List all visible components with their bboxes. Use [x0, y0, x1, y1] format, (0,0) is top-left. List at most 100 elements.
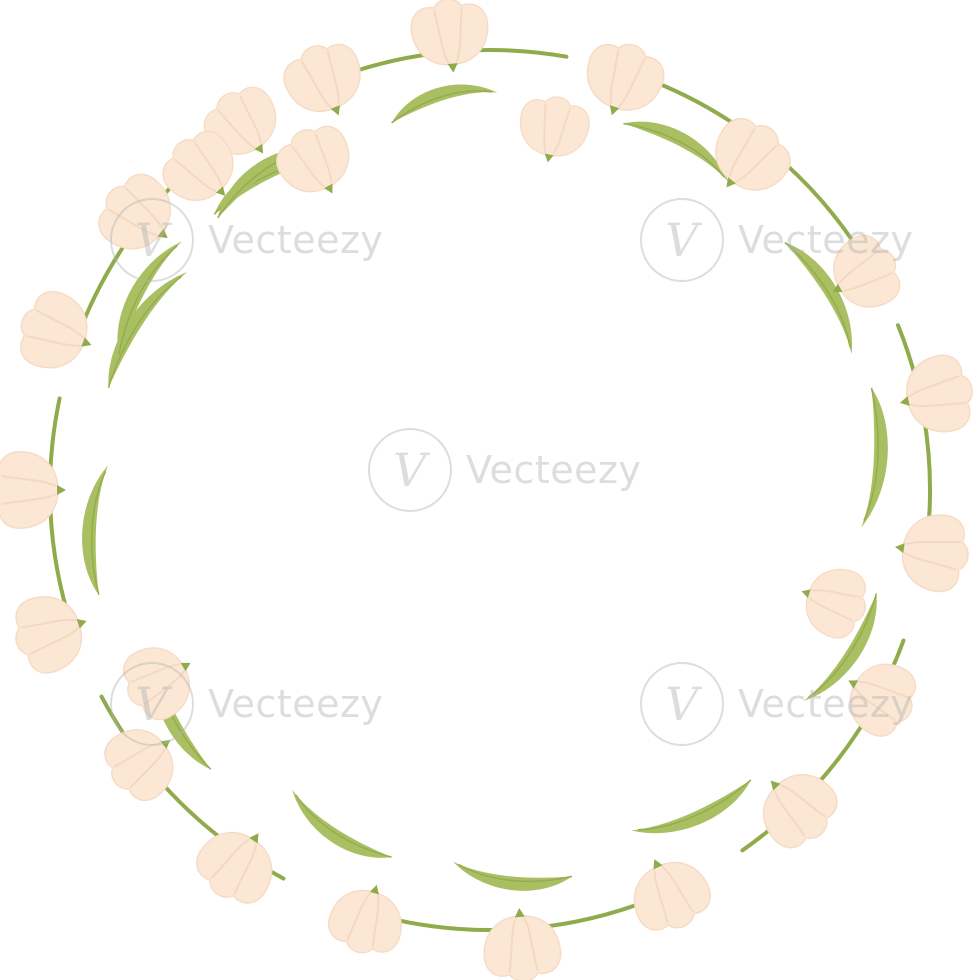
tulip-petal-line — [239, 95, 262, 144]
tulip-flower — [848, 663, 917, 737]
tulip-petals — [0, 451, 59, 529]
tulip-sepal — [57, 485, 66, 495]
tulip-sepal — [324, 183, 333, 194]
tulip-sepal — [848, 680, 859, 689]
leaf-vein — [118, 245, 178, 356]
leaf-vein — [91, 471, 107, 595]
tulip-leaf — [861, 387, 888, 528]
tulip-petal-line — [508, 917, 517, 973]
tulip-sepal — [160, 739, 171, 749]
tulip-flower — [276, 125, 350, 194]
tulip-sepal — [330, 105, 340, 116]
tulip-petal-line — [735, 144, 778, 183]
tulip-petal-line — [728, 127, 756, 178]
tulip-sepal — [770, 780, 781, 791]
tulip-petals — [905, 354, 973, 433]
tulip-sepal — [832, 283, 843, 293]
tulip-petals — [328, 889, 402, 954]
tulip-sepal — [899, 396, 910, 406]
tulip-petal-line — [35, 309, 85, 339]
tulip-petals — [410, 0, 489, 66]
leaf-blade — [784, 242, 853, 355]
tulip-petals — [901, 514, 969, 593]
tulip-flower — [196, 831, 273, 904]
tulip-petals — [162, 130, 234, 202]
tulip-sepal — [180, 662, 191, 672]
leaf-vein — [295, 794, 392, 858]
leaf-blade — [623, 121, 729, 182]
tulip-flower — [20, 291, 92, 369]
leaf-vein — [808, 593, 878, 698]
leaf-blade — [117, 241, 183, 355]
tulip-petals — [276, 125, 350, 193]
tulip-petals — [633, 861, 711, 931]
tulip-petal-line — [661, 865, 695, 913]
tulip-sepal — [801, 589, 811, 598]
leaf-vein — [623, 122, 725, 178]
tulip-petal-line — [808, 596, 853, 622]
tulip-petal-line — [780, 784, 826, 818]
tulip-petal-line — [108, 208, 158, 237]
tulip-petal-line — [326, 50, 340, 105]
tulip-sepal — [254, 143, 264, 154]
tulip-flower — [483, 907, 562, 980]
tulip-petal-line — [1, 493, 57, 505]
tulip-sepal — [369, 884, 379, 895]
leaf-vein — [107, 275, 182, 389]
tulip-petal-line — [371, 894, 380, 948]
leaf-blade — [217, 147, 315, 218]
tulip-petal-line — [910, 402, 966, 408]
tulip-flower — [15, 596, 87, 674]
tulip-leaf — [117, 241, 183, 356]
tulip-petal-line — [291, 145, 326, 188]
tulip-petals — [20, 291, 88, 369]
tulip-leaf — [631, 779, 752, 834]
tulip-petal-line — [314, 133, 333, 184]
tulip-petals — [283, 43, 361, 112]
tulip-petal-line — [210, 838, 251, 880]
tulip-petal-line — [811, 589, 861, 598]
leaf-blade — [861, 387, 888, 528]
tulip-petal-line — [609, 49, 620, 105]
leaf-blade — [82, 465, 109, 595]
leaves-group — [82, 84, 888, 891]
leaf-vein — [863, 387, 879, 521]
tulip-leaf — [623, 121, 729, 182]
tulip-sepal — [215, 186, 226, 196]
tulip-petals — [196, 831, 273, 904]
tulip-leaf — [292, 789, 392, 858]
tulip-petal-line — [193, 141, 223, 187]
tulip-petal-line — [522, 917, 539, 972]
leaf-blade — [803, 593, 877, 702]
tulip-petals — [519, 96, 590, 157]
tulip-sepal — [609, 105, 620, 116]
tulip-flower — [801, 568, 866, 639]
tulip-petal-line — [346, 892, 372, 941]
leaf-blade — [391, 84, 498, 123]
tulip-petals — [104, 729, 174, 801]
tulip-petal-line — [174, 158, 217, 193]
tulip-flower — [122, 647, 191, 721]
tulip-sepal — [726, 177, 736, 188]
tulip-petal-line — [29, 627, 80, 655]
tulip-petal-line — [838, 249, 880, 285]
tulip-petals — [483, 915, 562, 980]
tulip-petal-line — [432, 9, 450, 64]
tulip-flower — [715, 117, 791, 191]
tulip-flower — [410, 0, 489, 73]
tulip-sepal — [81, 337, 92, 347]
tulip-sepal — [76, 619, 87, 629]
stem-arc — [48, 396, 74, 628]
tulip-petal-line — [300, 60, 332, 109]
tulip-petal-line — [26, 335, 81, 347]
tulip-petal-line — [903, 551, 957, 571]
tulip-petal-line — [653, 869, 669, 924]
tulip-flower — [762, 774, 838, 849]
tulip-flower — [586, 43, 665, 116]
tulip-sepal — [895, 543, 905, 554]
tulip-petal-line — [617, 58, 646, 108]
tulip-petal-line — [129, 748, 166, 789]
tulip-petals — [586, 43, 665, 111]
